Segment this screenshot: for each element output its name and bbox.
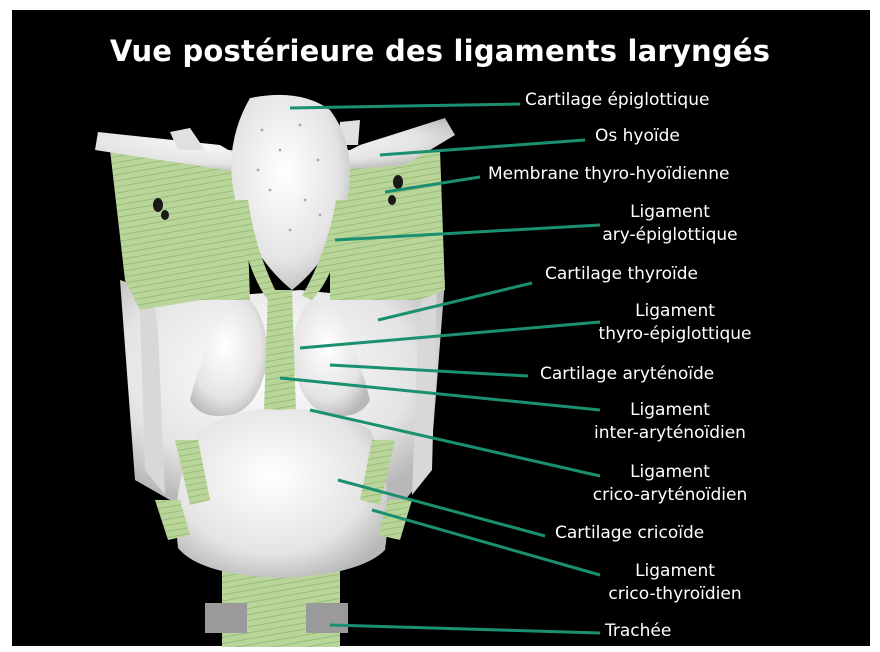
leader-trachea (330, 625, 600, 633)
label-interarytenoid: Ligament inter-aryténoïdien (555, 399, 785, 445)
label-trachea: Trachée (605, 620, 725, 643)
leader-cricoid (338, 480, 545, 536)
label-hyoid: Os hyoïde (595, 125, 715, 148)
label-cricoid: Cartilage cricoïde (555, 522, 805, 545)
label-cricothyroid: Ligament crico-thyroïdien (560, 560, 790, 606)
label-aryepiglottic: Ligament ary-épiglottique (570, 201, 770, 247)
label-thyroepiglottic: Ligament thyro-épiglottique (560, 300, 790, 346)
leader-arytenoid (330, 365, 528, 376)
label-thyroid: Cartilage thyroïde (545, 263, 795, 286)
label-arytenoid: Cartilage aryténoïde (540, 363, 800, 386)
leader-thyroid (378, 283, 532, 320)
leader-epiglottis (290, 104, 520, 108)
leader-aryepiglottic (335, 225, 600, 240)
label-cricoarytenoid: Ligament crico-aryténoïdien (555, 461, 785, 507)
label-thyrohyoid-membrane: Membrane thyro-hyoïdienne (488, 163, 828, 186)
leader-thyrohyoid-membrane (385, 177, 480, 192)
leader-thyroepiglottic (300, 322, 600, 348)
label-epiglottis: Cartilage épiglottique (525, 89, 795, 112)
leader-hyoid (380, 140, 585, 155)
